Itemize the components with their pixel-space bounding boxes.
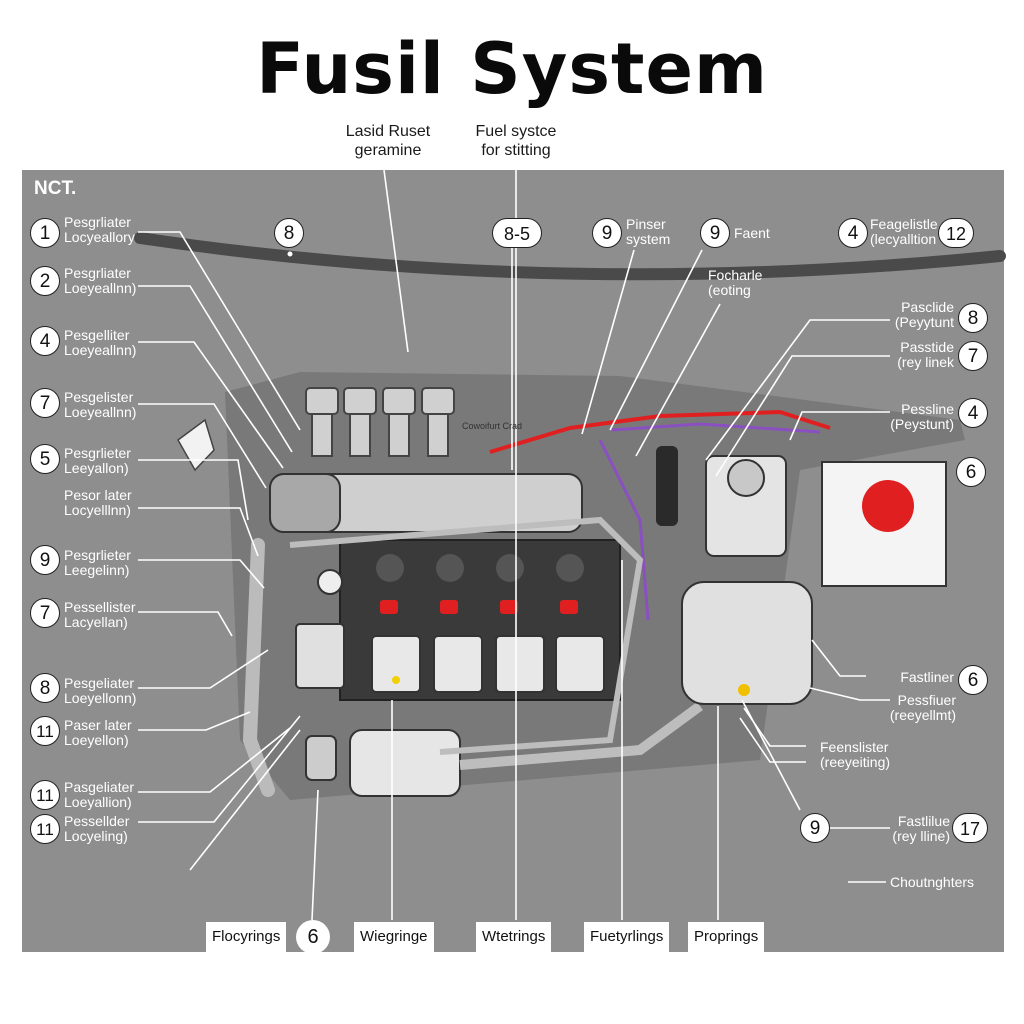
callout-number: 4 <box>30 326 60 356</box>
callout-label: Pasclide(Peyytunt <box>894 299 954 330</box>
page-title: Fusil System <box>256 28 768 110</box>
callout-number: 12 <box>938 218 974 248</box>
callout-number: 1 <box>30 218 60 248</box>
callout-number: 11 <box>30 780 60 810</box>
bottom-number: 6 <box>296 920 330 954</box>
callout-label: Focharle(eoting <box>708 267 763 298</box>
callout-number: 4 <box>838 218 868 248</box>
callout-number: 9 <box>592 218 622 248</box>
callout-number: 7 <box>30 388 60 418</box>
callout-number: 8-5 <box>492 218 542 248</box>
callout-label: Faent <box>734 225 770 241</box>
callout-number: 5 <box>30 444 60 474</box>
callout-number: 6 <box>956 457 986 487</box>
bottom-label: Proprings <box>688 922 765 952</box>
callout-label: Fastlilue(rey lline) <box>892 813 950 844</box>
callout-label: Choutnghters <box>890 874 975 890</box>
callout-label: Passtide(rey linek <box>897 339 954 370</box>
bottom-label: Flocyrings <box>206 922 287 952</box>
bottom-label: Wtetrings <box>476 922 552 952</box>
bottom-label: Fuetyrlings <box>584 922 670 952</box>
callout-number: 9 <box>700 218 730 248</box>
callout-number: 8 <box>30 673 60 703</box>
callout-number: 11 <box>30 814 60 844</box>
callout-label: Feagelistle(lecyalltion <box>870 216 938 247</box>
callout-number: 7 <box>30 598 60 628</box>
bottom-label: Wiegringe <box>354 922 434 952</box>
callout-number: 7 <box>958 341 988 371</box>
callout-label: Fastliner <box>900 669 954 685</box>
callout-label: Pessline(Peystunt) <box>890 401 954 432</box>
panel-note: NCT. <box>34 178 77 199</box>
callout-number: 4 <box>958 398 988 428</box>
engine-note: Cowoifurt Crad <box>462 421 523 431</box>
callout-number: 11 <box>30 716 60 746</box>
callout-label: Feenslister(reeyeiting) <box>820 739 891 770</box>
callout-number: 9 <box>30 545 60 575</box>
callout-number: 9 <box>800 813 830 843</box>
callout-number: 8 <box>958 303 988 333</box>
callout-number: 8 <box>274 218 304 248</box>
callout-number: 6 <box>958 665 988 695</box>
callout-label: Pessfiuer(reeyellmt) <box>889 692 956 723</box>
callout-number: 17 <box>952 813 988 843</box>
callout-number: 2 <box>30 266 60 296</box>
